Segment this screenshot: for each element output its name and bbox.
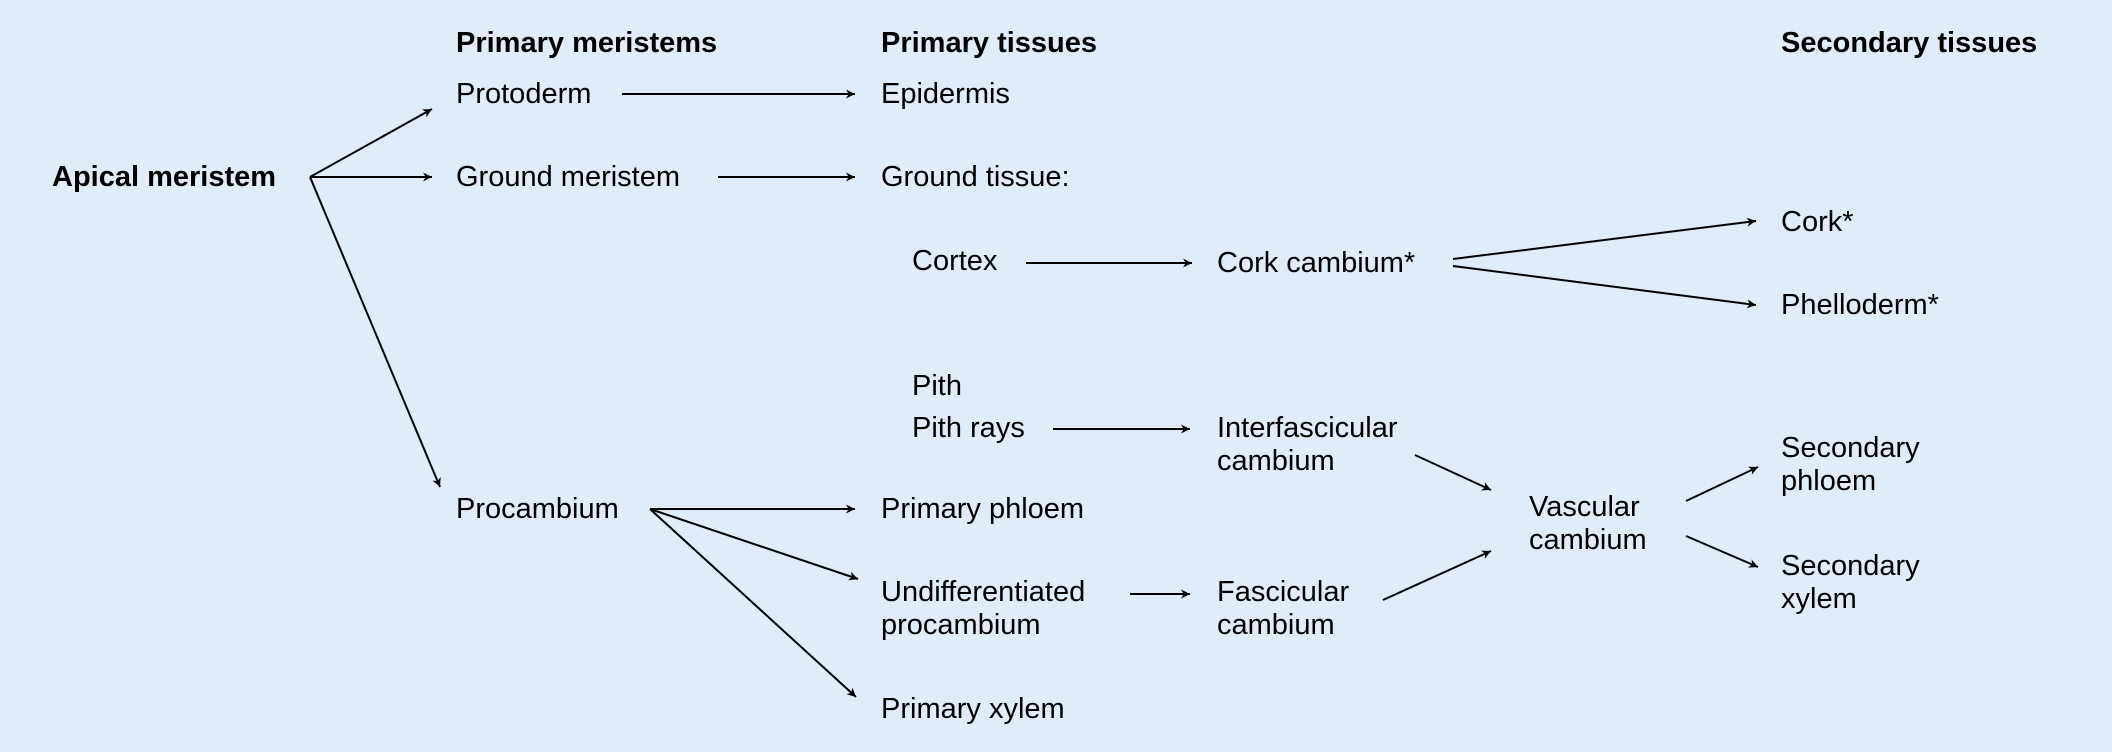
node-epidermis: Epidermis (881, 78, 1010, 110)
node-protoderm: Protoderm (456, 78, 592, 110)
node-interfascicular-cambium-line-1: Interfascicular (1217, 412, 1398, 444)
arrow-vascular-to-secondary-phloem (1685, 466, 1759, 502)
node-vascular-cambium-line-1: Vascular (1529, 491, 1640, 523)
node-cork: Cork* (1781, 206, 1854, 238)
arrow-procambium-to-primary-xylem (649, 508, 857, 698)
node-pith: Pith (912, 370, 962, 402)
node-secondary-phloem-line-2: phloem (1781, 465, 1877, 497)
header-primary-meristems: Primary meristems (456, 27, 718, 59)
node-cortex: Cortex (912, 245, 998, 277)
node-primary-phloem: Primary phloem (881, 493, 1085, 525)
arrow-cork-cambium-to-phelloderm (1452, 265, 1757, 309)
node-phelloderm: Phelloderm* (1781, 289, 1939, 321)
node-secondary-phloem: Secondary phloem (1781, 432, 1920, 498)
node-vascular-cambium: Vascular cambium (1529, 491, 1647, 557)
node-primary-xylem: Primary xylem (881, 693, 1065, 725)
node-secondary-xylem: Secondary xylem (1781, 550, 1920, 616)
node-secondary-xylem-line-1: Secondary (1781, 550, 1920, 582)
node-undifferentiated-procambium-line-1: Undifferentiated (881, 576, 1086, 608)
arrow-apical-to-procambium (309, 176, 441, 488)
node-fascicular-cambium-line-1: Fascicular (1217, 576, 1350, 608)
arrow-interfascicular-to-vascular (1414, 454, 1492, 491)
node-cork-cambium: Cork cambium* (1217, 247, 1416, 279)
node-vascular-cambium-line-2: cambium (1529, 524, 1647, 556)
node-undifferentiated-procambium: Undifferentiated procambium (881, 576, 1085, 642)
node-undifferentiated-procambium-line-2: procambium (881, 609, 1041, 641)
node-pith-rays: Pith rays (912, 412, 1025, 444)
arrow-apical-to-protoderm (309, 108, 433, 178)
arrow-cork-cambium-to-cork (1452, 217, 1757, 260)
arrow-vascular-to-secondary-xylem (1685, 535, 1759, 568)
header-primary-tissues: Primary tissues (881, 27, 1098, 59)
node-ground-meristem: Ground meristem (456, 161, 681, 193)
header-secondary-tissues: Secondary tissues (1781, 27, 2038, 59)
node-fascicular-cambium-line-2: cambium (1217, 609, 1335, 641)
node-procambium: Procambium (456, 493, 619, 525)
arrow-procambium-to-undifferentiated (649, 508, 859, 581)
node-interfascicular-cambium-line-2: cambium (1217, 445, 1335, 477)
node-apical-meristem: Apical meristem (52, 161, 277, 193)
node-secondary-phloem-line-1: Secondary (1781, 432, 1920, 464)
node-ground-tissue: Ground tissue: (881, 161, 1070, 193)
arrow-fascicular-to-vascular (1382, 550, 1492, 601)
node-secondary-xylem-line-2: xylem (1781, 583, 1857, 615)
node-fascicular-cambium: Fascicular cambium (1217, 576, 1349, 642)
node-interfascicular-cambium: Interfascicular cambium (1217, 412, 1398, 478)
